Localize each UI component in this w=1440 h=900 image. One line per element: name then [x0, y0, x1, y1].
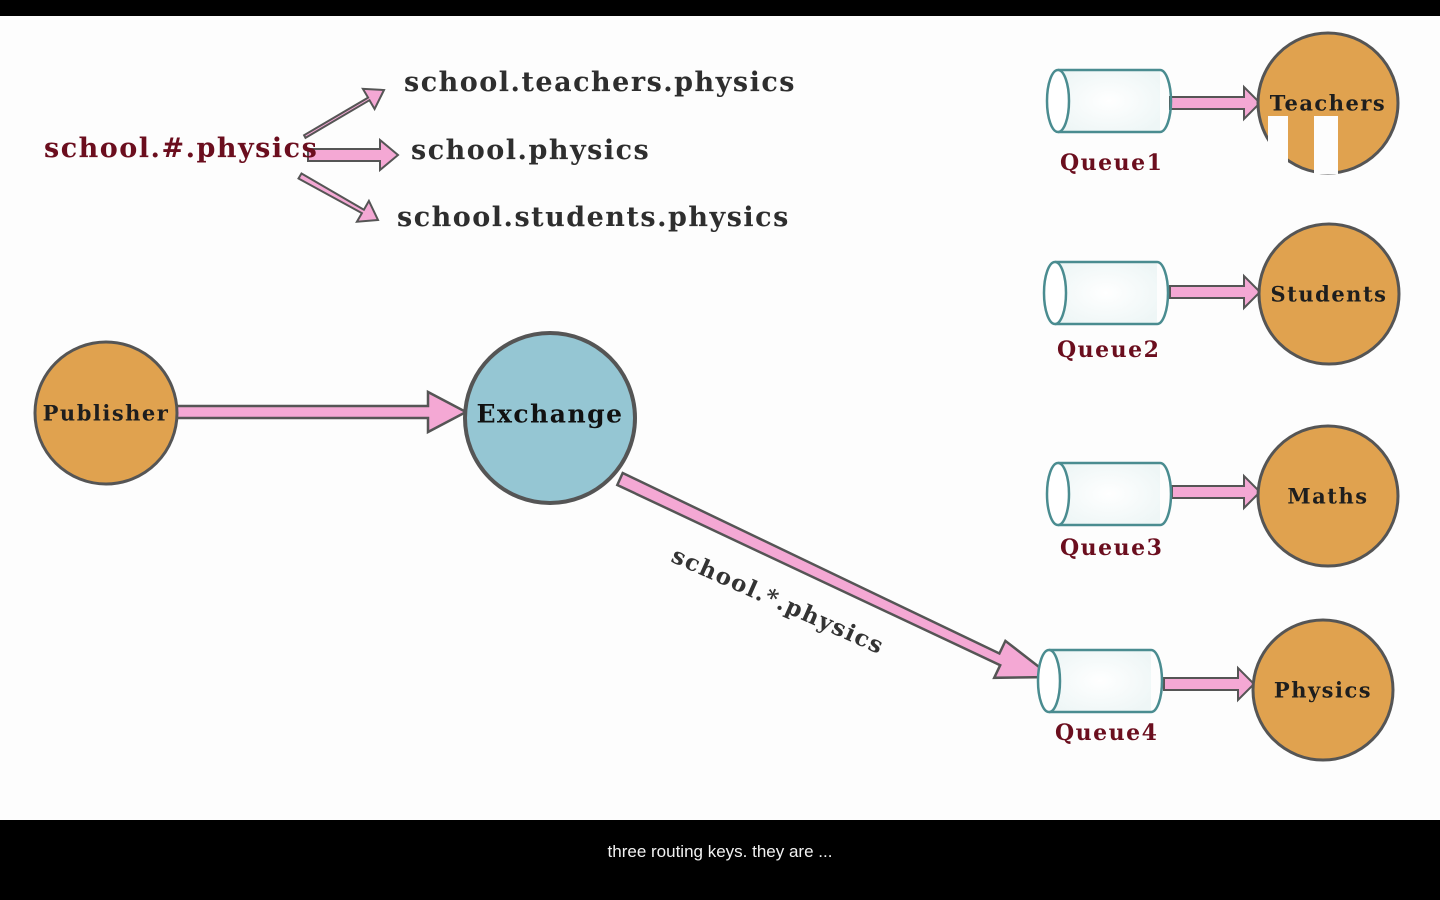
- pattern-arrows: [297, 87, 400, 223]
- maths-consumer-circle: [1256, 424, 1400, 568]
- queue-consumer-arrows: [1163, 84, 1262, 703]
- publisher-label: Publisher: [42, 400, 170, 426]
- subtitle-text: three routing keys. they are ...: [607, 842, 833, 861]
- queue1-cylinder: [1045, 68, 1173, 134]
- queue3-cylinder: [1045, 461, 1173, 527]
- physics-consumer-circle: [1251, 618, 1395, 762]
- queue4-cylinder: [1036, 648, 1164, 714]
- physics-label: Physics: [1273, 677, 1373, 703]
- students-label: Students: [1270, 281, 1388, 307]
- routing-key-plain: school.physics: [411, 135, 651, 166]
- queue3-label: Queue3: [1060, 535, 1164, 561]
- exchange-circle: [463, 331, 637, 505]
- teachers-circle-gap-1: [1268, 116, 1288, 174]
- diagram-graphics: [33, 31, 1401, 762]
- queue1-label: Queue1: [1060, 150, 1164, 176]
- routing-key-students: school.students.physics: [397, 202, 790, 233]
- publisher-circle: [33, 340, 179, 486]
- arrow-publisher-to-exchange: [174, 389, 469, 435]
- arrow-to-teachers-key: [302, 87, 386, 140]
- queue4-label: Queue4: [1055, 720, 1159, 746]
- queue2-cylinder: [1042, 260, 1170, 326]
- routing-pattern-label: school.#.physics: [44, 133, 319, 164]
- maths-label: Maths: [1287, 483, 1369, 509]
- teachers-label: Teachers: [1269, 90, 1387, 116]
- arrow-to-students-key: [297, 172, 380, 223]
- arrow-exchange-to-queue4: [615, 471, 1056, 680]
- students-consumer-circle: [1257, 222, 1401, 366]
- subtitle-bar: three routing keys. they are ...: [0, 820, 1440, 900]
- arrow-to-physics-key: [307, 137, 400, 173]
- queue2-label: Queue2: [1057, 337, 1161, 363]
- teachers-circle-gap-2: [1314, 116, 1338, 174]
- slide-canvas: school.#.physics school.teachers.physics…: [0, 16, 1440, 820]
- exchange-label: Exchange: [476, 399, 624, 429]
- routing-key-teachers: school.teachers.physics: [404, 67, 796, 98]
